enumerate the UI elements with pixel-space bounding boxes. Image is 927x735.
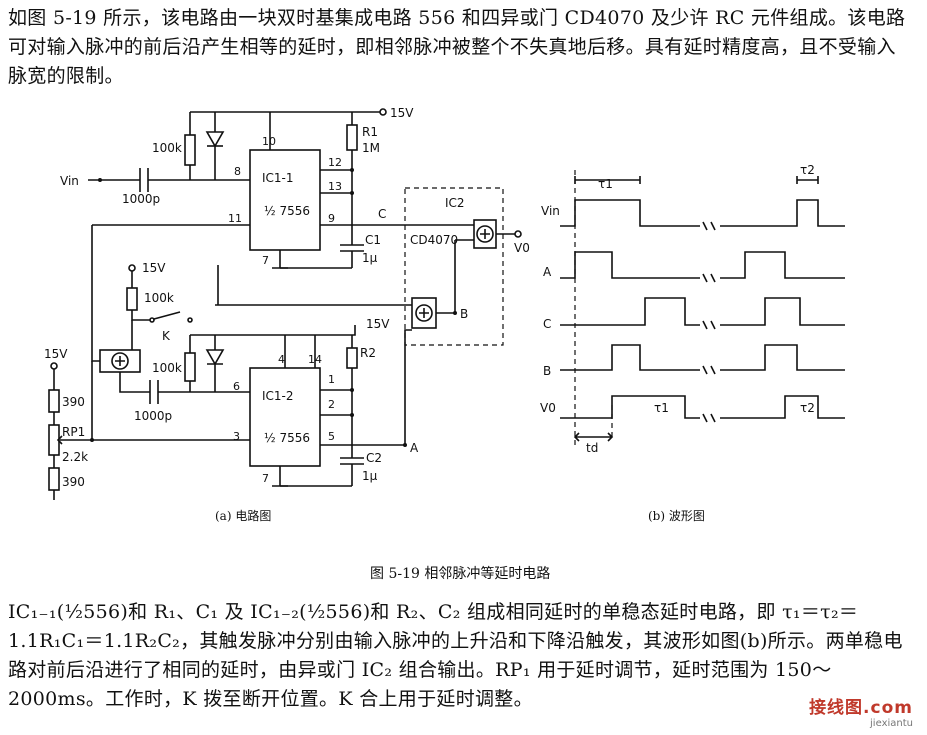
td-label: td xyxy=(586,441,598,455)
pin-label: 5 xyxy=(328,430,335,443)
switch-k-label: K xyxy=(162,329,171,343)
diode-top-icon xyxy=(205,131,225,148)
resistor-390-bottom xyxy=(48,467,60,491)
c2-label: C2 xyxy=(366,451,382,465)
resistor-100k-bottom xyxy=(184,352,196,382)
capacitor-1000p-top xyxy=(139,168,149,192)
supply-top-label: 15V xyxy=(390,106,414,120)
supply-terminal-top xyxy=(379,108,387,116)
node-a-label: A xyxy=(410,441,419,455)
xor-top-icon xyxy=(476,225,494,243)
wave-label-c: C xyxy=(543,317,551,331)
ic11-label: IC1-1 xyxy=(262,171,294,185)
supply-left-label: 15V xyxy=(44,347,68,361)
xor-left-icon xyxy=(111,352,129,370)
ic11-type: ½ 7556 xyxy=(264,204,310,218)
ic12-type: ½ 7556 xyxy=(264,431,310,445)
watermark-sub: jiexiantu xyxy=(870,718,913,729)
xor-gate-mid xyxy=(411,297,437,329)
pin-label: 7 xyxy=(262,472,269,485)
pin-label: 14 xyxy=(308,353,322,366)
ic1-1-box xyxy=(249,149,321,251)
ic2-type: CD4070 xyxy=(410,233,458,247)
pin-label: 8 xyxy=(234,165,241,178)
capacitor-1000p-bottom xyxy=(149,380,159,404)
figure-title: 图 5-19 相邻脉冲等延时电路 xyxy=(370,565,550,582)
tau2-label: τ2 xyxy=(800,401,815,415)
r1-val: 1M xyxy=(362,141,380,155)
pin-label: 12 xyxy=(328,156,342,169)
pin-label: 4 xyxy=(278,353,285,366)
ic2-label: IC2 xyxy=(445,196,465,210)
supply-mid-label: 15V xyxy=(366,317,390,331)
tau2-top-label: τ2 xyxy=(800,163,815,177)
wave-label-vin: Vin xyxy=(541,204,560,218)
xor-gate-left xyxy=(99,349,141,373)
r100k-top-label: 100k xyxy=(152,141,182,155)
waveform-diagram: τ1 τ2 Vin A C B V0 τ1 τ2 td (b) 波形图 xyxy=(540,163,845,523)
caption-b: (b) 波形图 xyxy=(648,509,705,523)
node-c-label: C xyxy=(378,207,386,221)
ic1-2-box xyxy=(249,367,321,467)
r390-bottom-label: 390 xyxy=(62,475,85,489)
wave-label-v0: V0 xyxy=(540,401,556,415)
circuit-diagram: 15V 100k Vin 1000p IC1-1 ½ 7556 10 8 11 … xyxy=(44,106,530,523)
vo-label: V0 xyxy=(514,241,530,255)
pin-label: 10 xyxy=(262,135,276,148)
watermark-logo: 接线图.com xyxy=(809,698,913,718)
r390-top-label: 390 xyxy=(62,395,85,409)
intro-paragraph: 如图 5-19 所示，该电路由一块双时基集成电路 556 和四异或门 CD407… xyxy=(8,7,906,87)
c1-val: 1μ xyxy=(362,251,378,265)
resistor-100k-mid xyxy=(126,287,138,311)
potentiometer-rp1 xyxy=(48,424,60,456)
wave-label-b: B xyxy=(543,364,551,378)
r100k-mid-label: 100k xyxy=(144,291,174,305)
rp1-label: RP1 xyxy=(62,425,85,439)
r1-label: R1 xyxy=(362,125,378,139)
pin-label: 6 xyxy=(233,380,240,393)
explanation-paragraph: IC₁₋₁(½556)和 R₁、C₁ 及 IC₁₋₂(½556)和 R₂、C₂ … xyxy=(8,601,903,710)
r100k-bottom-label: 100k xyxy=(152,361,182,375)
xor-gate-top xyxy=(473,219,497,249)
c1-label: C1 xyxy=(365,233,381,247)
ic2-box xyxy=(404,187,504,346)
resistor-r1 xyxy=(346,124,358,151)
diode-bottom-icon xyxy=(205,349,225,366)
resistor-100k-top xyxy=(184,134,196,166)
r2-label: R2 xyxy=(360,346,376,360)
pin-label: 2 xyxy=(328,398,335,411)
pin-label: 1 xyxy=(328,373,335,386)
c-in-bottom-label: 1000p xyxy=(134,409,172,423)
pin-label: 7 xyxy=(262,254,269,267)
pin-label: 3 xyxy=(233,430,240,443)
ic12-label: IC1-2 xyxy=(262,389,294,403)
resistor-390-top xyxy=(48,389,60,413)
rp1-val: 2.2k xyxy=(62,450,88,464)
vin-label: Vin xyxy=(60,174,79,188)
c2-val: 1μ xyxy=(362,469,378,483)
tau1-label: τ1 xyxy=(654,401,669,415)
pin-label: 11 xyxy=(228,212,242,225)
resistor-r2 xyxy=(346,347,358,369)
watermark: 接线图.com jiexiantu xyxy=(809,693,913,729)
c-in-top-label: 1000p xyxy=(122,192,160,206)
caption-a: (a) 电路图 xyxy=(215,508,271,523)
pin-label: 13 xyxy=(328,180,342,193)
supply-k-label: 15V xyxy=(142,261,166,275)
node-b-label: B xyxy=(460,307,468,321)
tau1-top-label: τ1 xyxy=(598,177,613,191)
wave-label-a: A xyxy=(543,265,552,279)
pin-label: 9 xyxy=(328,212,335,225)
xor-mid-icon xyxy=(415,304,433,322)
